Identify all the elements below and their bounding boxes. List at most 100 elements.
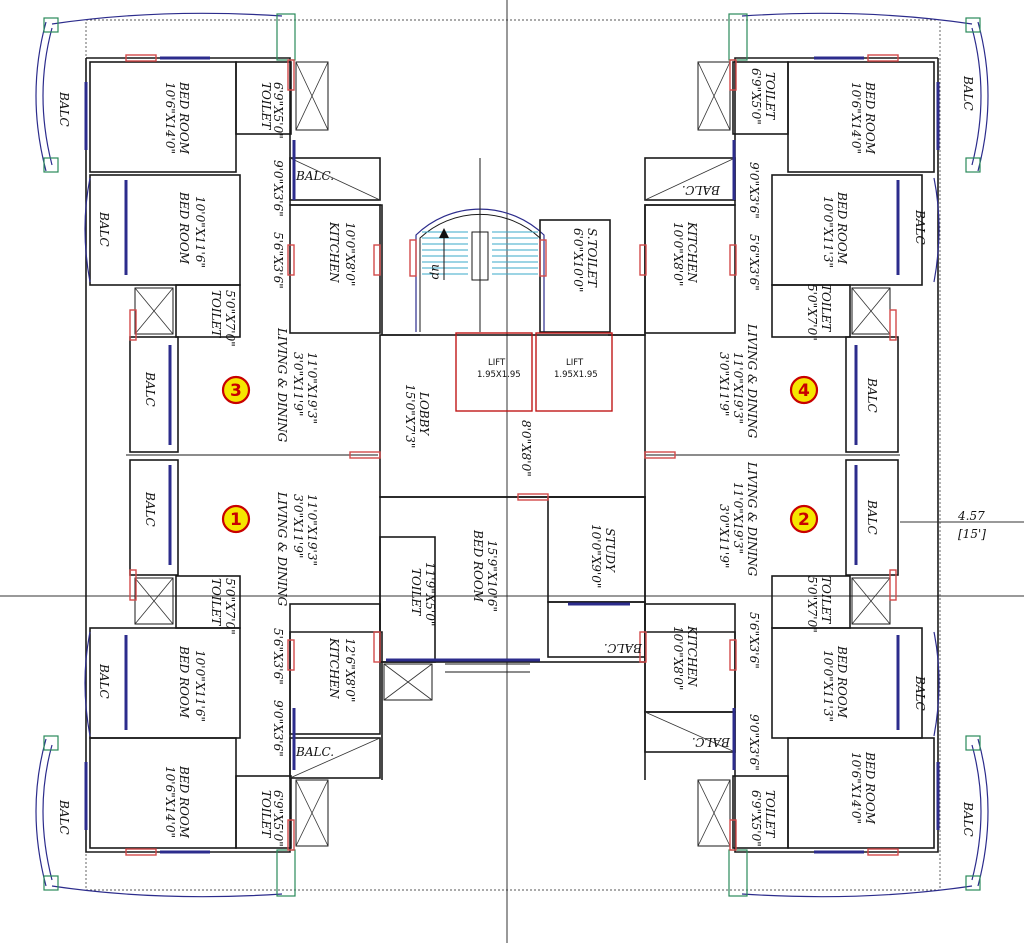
living-size: 11'0"X19'3": [305, 494, 319, 566]
unit-3-area: [89, 61, 381, 453]
balc-label: BALC: [961, 801, 975, 837]
toilet-size: 6'9"X5'0": [749, 790, 763, 847]
study-label: STUDY: [603, 528, 617, 573]
toilet-size: 5'0"X7'0": [223, 290, 237, 347]
toilet-size: 5'0"X7'0": [805, 576, 819, 633]
living-size-2: 3'0"X11'9": [291, 352, 305, 416]
dimension-value: 4.57: [957, 509, 985, 523]
kitchen-label: KITCHEN: [327, 221, 341, 283]
unit-badge-4: [789, 375, 819, 405]
labels-core: up S.TOILET 6'0"X10'0" LIFT 1.95X1.95 LI…: [403, 228, 617, 626]
svg-text:2: 2: [798, 510, 810, 530]
balc-label: BALC: [143, 491, 157, 527]
center-bedroom-label: BED ROOM: [471, 529, 485, 603]
living-size-2: 3'0"X11'9": [717, 504, 731, 568]
unit-badge-1: [221, 504, 251, 534]
living-label: LIVING & DINING: [275, 491, 289, 607]
kitchen-label: KITCHEN: [685, 625, 699, 687]
bedroom-size: 10'6"X14'0": [849, 82, 863, 154]
svg-text:3: 3: [230, 381, 242, 401]
living-size: 11'0"X19'3": [305, 352, 319, 424]
bedroom-label: BED ROOM: [177, 81, 191, 155]
lift-2: [535, 332, 613, 412]
bedroom-size: 10'0"X11'6": [193, 196, 207, 268]
living-label: LIVING & DINING: [745, 461, 759, 577]
unit-badge-2: [789, 504, 819, 534]
stoilet-size: 6'0"X10'0": [571, 228, 585, 292]
balc-label: BALC: [57, 799, 71, 835]
balc-dot-label: BALC.: [295, 745, 334, 759]
central-core: [379, 158, 646, 701]
kitchen-label: KITCHEN: [327, 637, 341, 699]
center-bedroom-size: 15'9"X10'6": [485, 540, 499, 612]
labels-unit-2: BALC LIVING & DINING 11'0"X19'3" 3'0"X11…: [604, 461, 975, 847]
study-size: 10'0"X9'0": [589, 524, 603, 588]
lift-label: LIFT: [566, 358, 584, 368]
passage-size: 5'6"X3'6": [747, 234, 761, 291]
svg-text:4: 4: [798, 381, 810, 401]
bedroom-label: BED ROOM: [177, 191, 191, 265]
living-label: LIVING & DINING: [275, 327, 289, 443]
bedroom-size: 10'0"X11'6": [193, 650, 207, 722]
lobby-size: 15'0"X7'3": [403, 384, 417, 448]
bedroom-size: 10'6"X14'0": [849, 752, 863, 824]
passage-size: 9'0"X3'6": [271, 160, 285, 217]
outer-walls: [85, 57, 939, 853]
doors: [125, 54, 899, 856]
toilet-size: 5'0"X7'0": [223, 578, 237, 635]
living-size: 11'0"X19'3": [731, 482, 745, 554]
toilet-size: 6'9"X5'0": [271, 82, 285, 139]
passage-size: 5'6"X3'6": [747, 612, 761, 669]
balc-dot-label: BALC.: [682, 183, 721, 197]
living-size: 11'0"X19'3": [731, 352, 745, 424]
lift-label: LIFT: [488, 358, 506, 368]
balc-dot-label: BALC.: [692, 735, 731, 749]
unit-badges: 3 1 4 2: [221, 375, 819, 534]
balcony-curves: [35, 12, 989, 898]
balc-label: BALC: [865, 499, 879, 535]
toilet-size: 6'9"X5'0": [271, 790, 285, 847]
toilet-size: 6'9"X5'0": [749, 68, 763, 125]
toilet-label: TOILET: [259, 82, 273, 130]
balc-label: BALC: [57, 91, 71, 127]
toilet-label: TOILET: [763, 72, 777, 120]
kitchen-size: 12'6"X8'0": [343, 638, 357, 702]
toilet-label: TOILET: [819, 284, 833, 332]
passage-size: 9'0"X3'6": [271, 700, 285, 757]
lobby-label: LOBBY: [417, 391, 431, 436]
passage-size: 5'6"X3'6": [271, 628, 285, 685]
balc-dot-label: BALC.: [604, 641, 643, 655]
toilet-label: TOILET: [259, 790, 273, 838]
balc-label: BALC: [143, 371, 157, 407]
toilet-label: TOILET: [209, 290, 223, 338]
bedroom-size: 10'0"X11'3": [821, 650, 835, 722]
balc-label: BALC: [97, 211, 111, 247]
svg-text:1: 1: [230, 510, 242, 530]
balc-dot-label: BALC.: [295, 169, 334, 183]
balc-label: BALC: [865, 377, 879, 413]
bedroom-label: BED ROOM: [863, 81, 877, 155]
center-size: 8'0"X8'0": [519, 420, 533, 477]
balc-label: BALC: [97, 663, 111, 699]
labels-unit-1: BALC LIVING & DINING 11'0"X19'3" 3'0"X11…: [57, 491, 357, 847]
balc-label: BALC: [913, 675, 927, 711]
bedroom-size: 10'6"X14'0": [163, 766, 177, 838]
toilet-size: 5'0"X7'0": [805, 284, 819, 341]
stoilet-label: S.TOILET: [585, 228, 599, 288]
bedroom-label: BED ROOM: [863, 751, 877, 825]
living-size-2: 3'0"X11'9": [291, 494, 305, 558]
passage-size: 9'0"X3'6": [747, 714, 761, 771]
kitchen-size: 10'0"X8'0": [671, 222, 685, 286]
bedroom-label: BED ROOM: [835, 645, 849, 719]
unit-4-area: [644, 61, 935, 453]
windows: [84, 56, 940, 854]
toilet-label: TOILET: [819, 576, 833, 624]
balc-label: BALC: [961, 75, 975, 111]
kitchen-size: 10'0"X8'0": [343, 222, 357, 286]
toilet-label: TOILET: [763, 790, 777, 838]
balc-label: BALC: [913, 209, 927, 245]
kitchen-label: KITCHEN: [685, 221, 699, 283]
up-label: up: [429, 264, 443, 280]
bedroom-label: BED ROOM: [177, 765, 191, 839]
bedroom-label: BED ROOM: [835, 191, 849, 265]
